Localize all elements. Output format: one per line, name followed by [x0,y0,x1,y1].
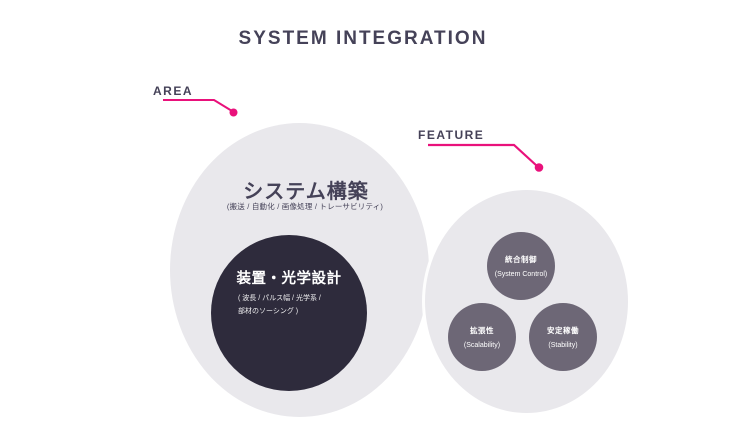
feature-circle-jp-label: 拡張性 [470,326,494,335]
design-circle: 装置・光学設計 ( 波長 / パルス幅 / 光学系 / 部材のソーシング ) [211,235,367,391]
area-pointer-line [163,99,233,112]
feature-circle-jp-label: 統合制御 [505,255,537,264]
design-circle-subtext-line1: ( 波長 / パルス幅 / 光学系 / [238,295,321,302]
feature-pointer-dot-icon [534,163,544,172]
feature-pointer-line [428,143,538,167]
area-label: AREA [153,84,194,98]
feature-circle-system-control: 統合制御 (System Control) [487,232,555,300]
feature-circle-en-label: (System Control) [494,271,548,278]
area-ellipse-heading: システム構築 [243,181,369,203]
area-pointer-dot-icon [229,108,238,117]
feature-pointer [428,143,544,172]
area-ellipse-subtext: (搬送 / 自動化 / 画像処理 / トレーサビリティ) [226,202,384,211]
area-pointer [163,99,238,117]
feature-label: FEATURE [418,128,485,142]
feature-ellipse [425,190,628,413]
design-circle-subtext-line2: 部材のソーシング ) [238,308,299,315]
feature-circle-stability: 安定稼働 (Stability) [529,303,597,371]
design-circle-heading: 装置・光学設計 [236,271,342,287]
feature-circle-en-label: (Stability) [548,342,578,349]
feature-circle-en-label: (Scalability) [463,342,501,349]
feature-circle-scalability: 拡張性 (Scalability) [448,303,516,371]
page-title: SYSTEM INTEGRATION [238,28,488,49]
feature-circle-jp-label: 安定稼働 [547,326,579,335]
design-circle-subtext: ( 波長 / パルス幅 / 光学系 / 部材のソーシング ) [238,292,321,318]
